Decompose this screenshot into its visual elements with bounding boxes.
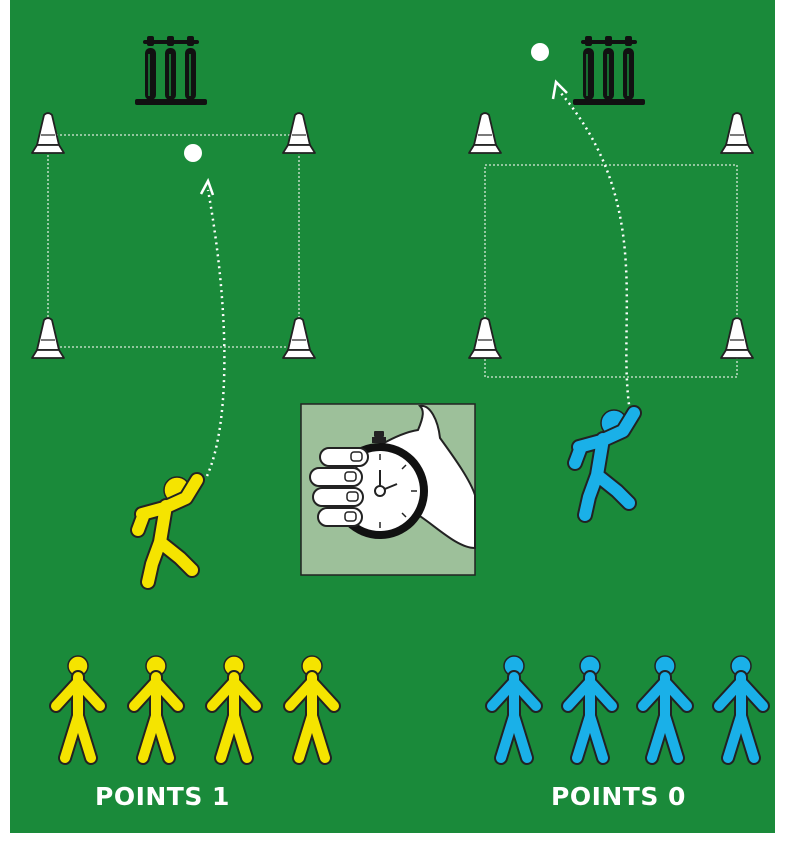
points-blue: POINTS 0 <box>551 782 686 811</box>
stopwatch-icon <box>301 404 475 575</box>
ball-icon <box>531 43 549 61</box>
ball-icon <box>184 144 202 162</box>
points-yellow: POINTS 1 <box>95 782 230 811</box>
